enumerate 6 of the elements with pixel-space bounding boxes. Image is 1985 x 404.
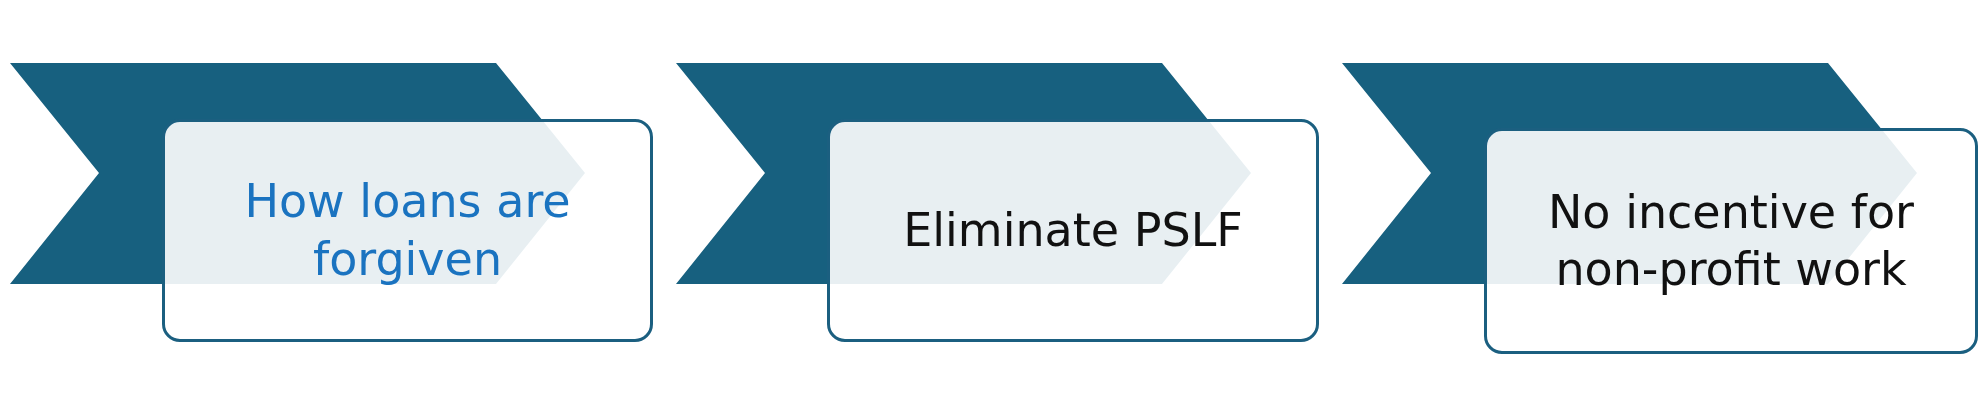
card-text: No incentive for non-profit work <box>1546 183 1916 298</box>
card-text: Eliminate PSLF <box>903 201 1243 259</box>
text-card <box>162 119 653 342</box>
text-card <box>827 119 1319 342</box>
text-card <box>1484 128 1978 354</box>
card-text: How loans are forgiven <box>243 173 572 288</box>
